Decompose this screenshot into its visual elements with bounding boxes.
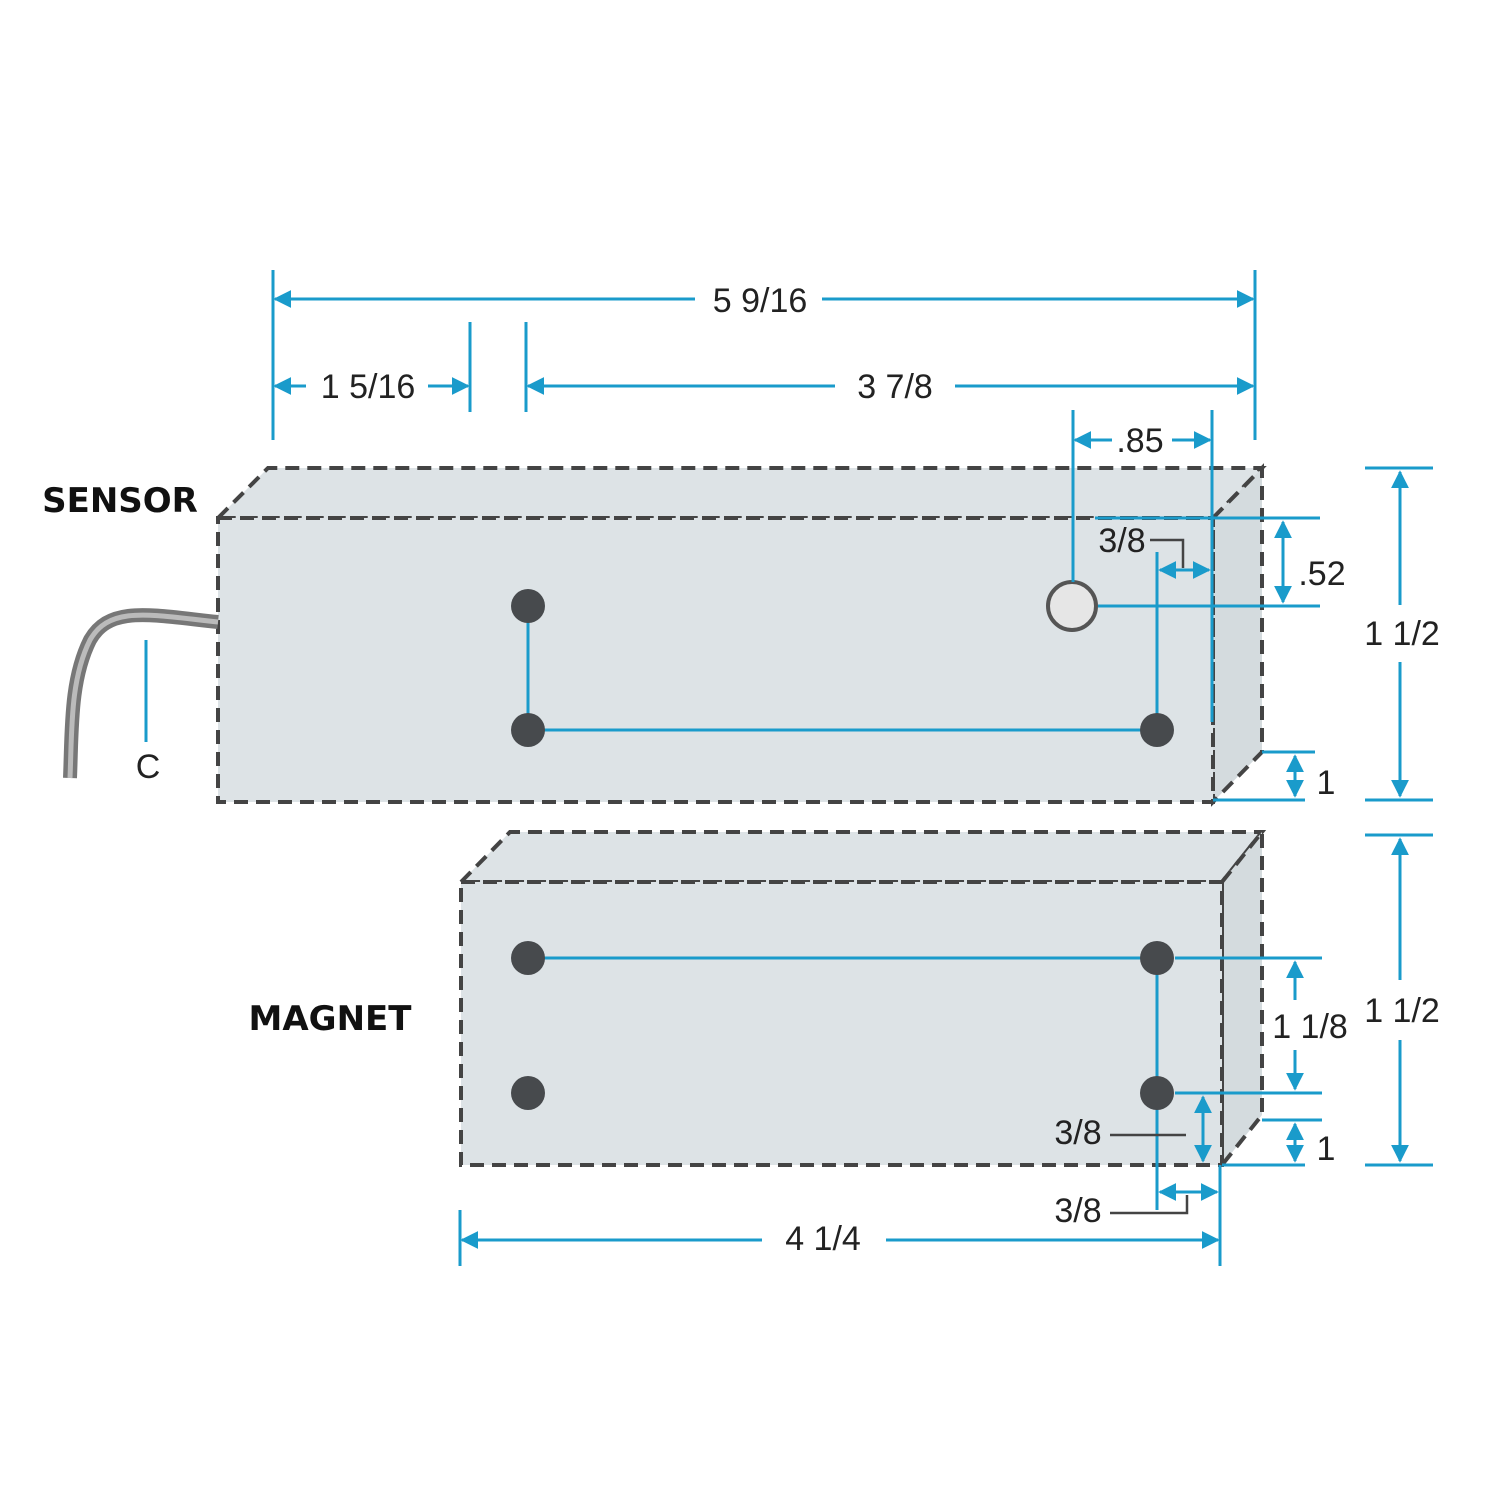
sensor-label: SENSOR [42, 481, 198, 521]
cable-label: C [136, 748, 161, 786]
dim-sensor-depth: 1 [1317, 764, 1336, 802]
indicator-led [1046, 580, 1098, 632]
mounting-hole [1140, 1076, 1174, 1110]
dim-magnet-hole-side: 3/8 [1054, 1192, 1101, 1230]
sensor-body [213, 463, 1267, 807]
dim-magnet-height: 1 1/2 [1364, 992, 1440, 1030]
mounting-hole [1140, 713, 1174, 747]
dim-sensor-height: 1 1/2 [1364, 615, 1440, 653]
dim-magnet-hole-bottom: 3/8 [1054, 1114, 1101, 1152]
dim-overall-length: 5 9/16 [713, 282, 808, 320]
mounting-hole [511, 589, 545, 623]
mounting-hole [511, 1076, 545, 1110]
dim-sensor-tab: 1 5/16 [321, 368, 416, 406]
dim-indicator-height: .52 [1298, 555, 1345, 593]
magnet-body [456, 826, 1267, 1171]
mounting-hole [1140, 941, 1174, 975]
dim-sensor-body: 3 7/8 [857, 368, 933, 406]
sensor-cable [63, 608, 219, 779]
mounting-hole [511, 941, 545, 975]
mounting-hole [511, 713, 545, 747]
magnet-label: MAGNET [249, 999, 413, 1039]
dim-magnet-depth: 1 [1317, 1130, 1336, 1168]
dim-magnet-hole-spacing: 1 1/8 [1272, 1008, 1348, 1046]
dim-sensor-hole-edge: 3/8 [1098, 522, 1145, 560]
dim-indicator-offset: .85 [1116, 422, 1163, 460]
dim-magnet-length: 4 1/4 [785, 1220, 861, 1258]
